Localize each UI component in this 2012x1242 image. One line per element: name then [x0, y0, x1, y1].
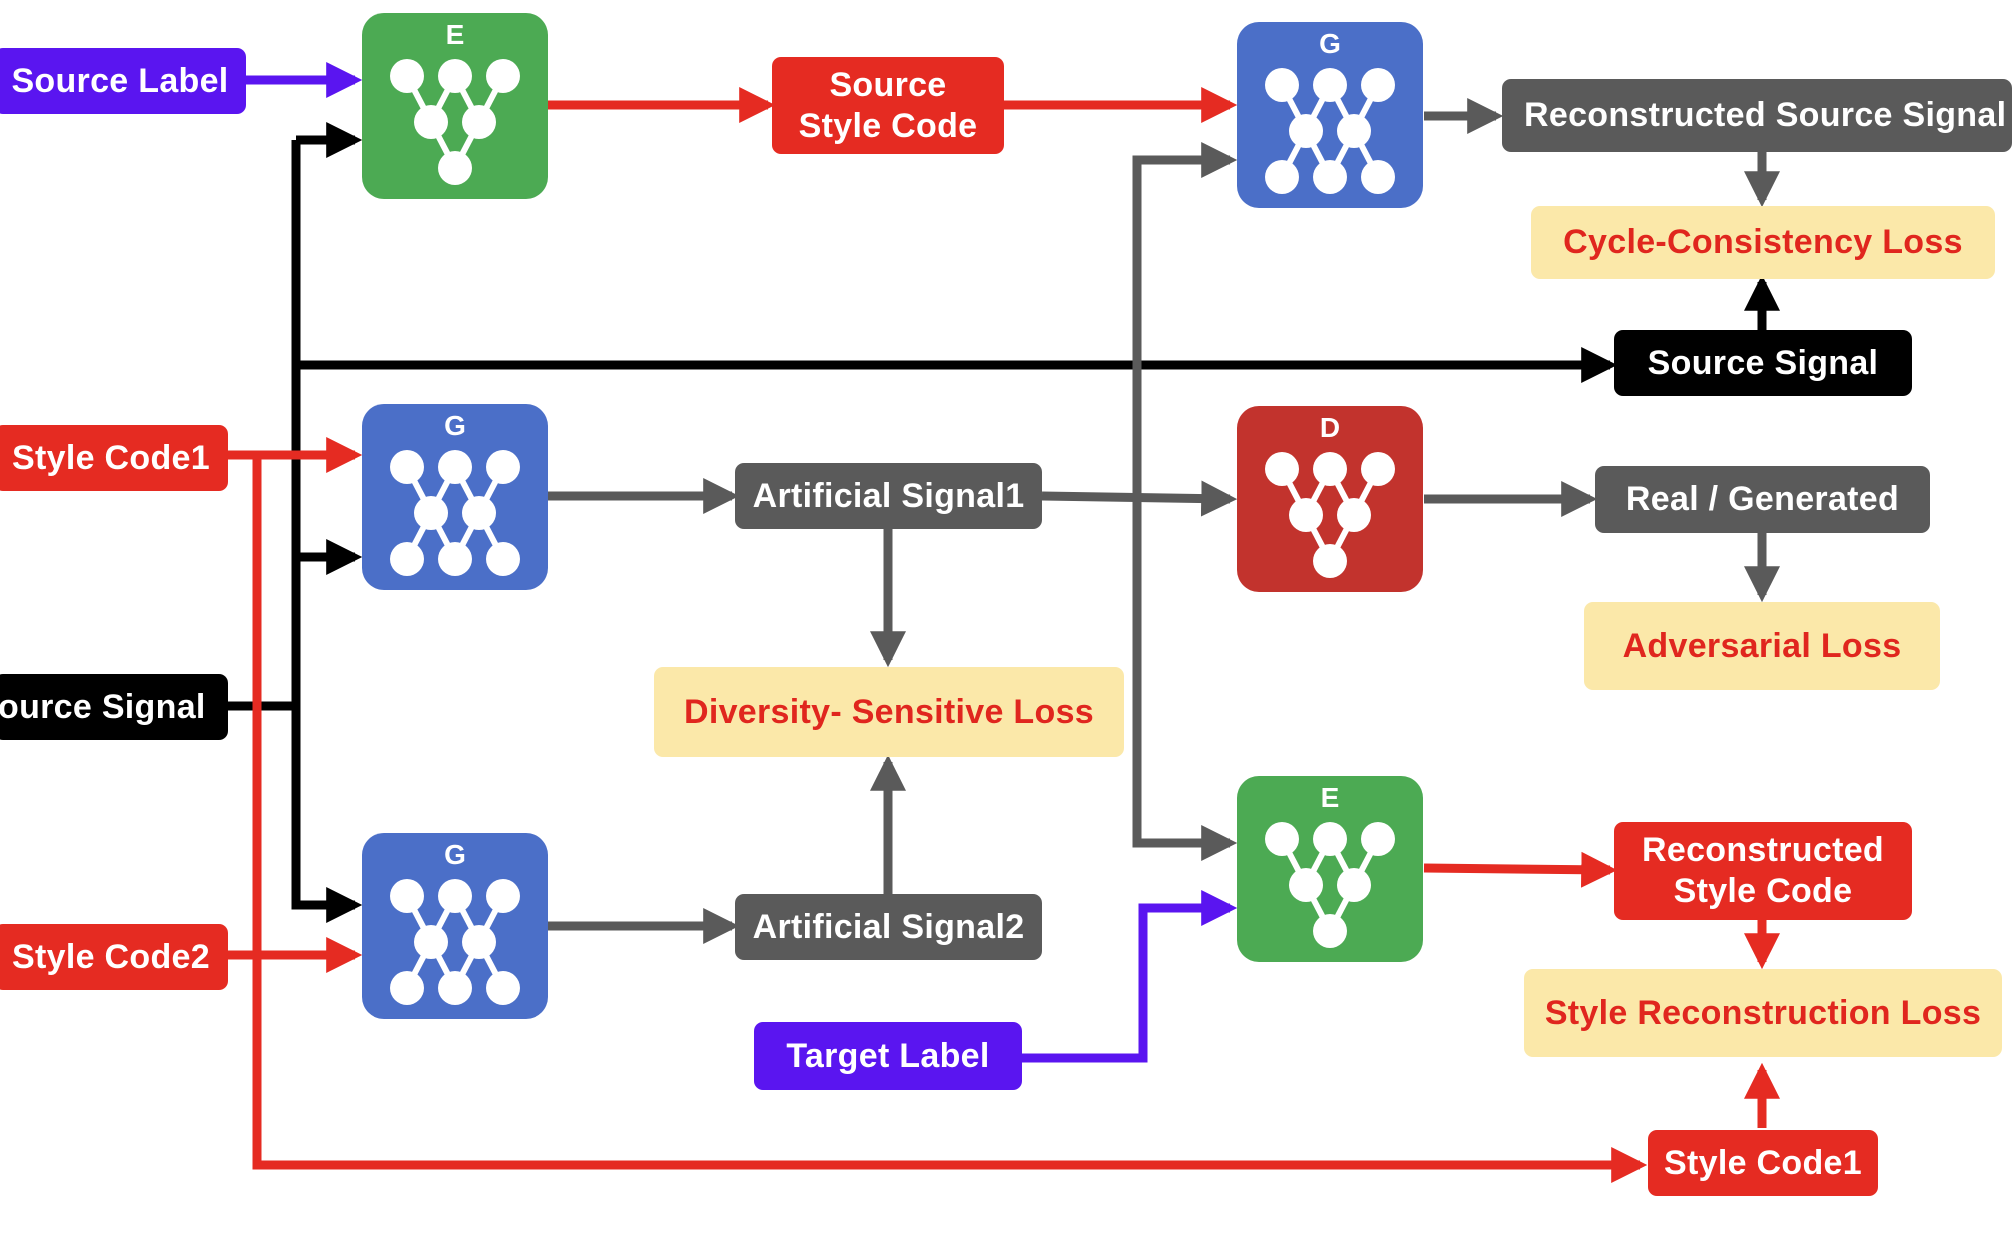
network-neuron	[390, 879, 424, 913]
network-neuron	[486, 879, 520, 913]
network-neuron	[1289, 868, 1323, 902]
network-neuron	[1313, 68, 1347, 102]
network-neuron	[438, 450, 472, 484]
style-code1-bottom-box: Style Code1	[1648, 1130, 1878, 1196]
arrow-target-label-to-encoder	[1022, 890, 1238, 1063]
generator-mid-letter: G	[444, 410, 466, 441]
network-neuron	[1337, 114, 1371, 148]
network-neuron	[1265, 160, 1299, 194]
network-neuron	[486, 971, 520, 1005]
network-neuron	[390, 450, 424, 484]
generator-bottom-letter: G	[444, 839, 466, 870]
artificial-signal1-box: Artificial Signal1	[735, 463, 1042, 529]
network-neuron	[1361, 452, 1395, 486]
encoder-bottom-letter: E	[1320, 782, 1340, 813]
generator-bottom-node: G	[362, 833, 548, 1019]
network-neuron	[486, 450, 520, 484]
network-neuron	[414, 496, 448, 530]
generator-top-letter: G	[1319, 28, 1341, 59]
arrow-artificial1-to-generator-top	[1132, 142, 1238, 498]
network-neuron	[414, 105, 448, 139]
network-neuron	[438, 151, 472, 185]
style-code2-box: Style Code2	[0, 924, 228, 990]
encoder-top-letter: E	[445, 19, 465, 50]
network-neuron	[462, 105, 496, 139]
network-neuron	[390, 971, 424, 1005]
style-reconstruction-loss-box: Style Reconstruction Loss	[1524, 969, 2002, 1057]
real-generated-box: Real / Generated	[1595, 466, 1930, 533]
network-glyph-icon	[1265, 68, 1395, 194]
network-neuron	[390, 542, 424, 576]
reconstructed-source-signal-box: Reconstructed Source Signal	[1502, 79, 2012, 152]
network-neuron	[462, 496, 496, 530]
network-neuron	[486, 542, 520, 576]
network-neuron	[438, 59, 472, 93]
generator-top-node: G	[1237, 22, 1423, 208]
discriminator-letter: D	[1319, 412, 1341, 443]
network-glyph-icon	[390, 59, 520, 185]
network-neuron	[462, 925, 496, 959]
network-neuron	[1337, 498, 1371, 532]
network-neuron	[438, 971, 472, 1005]
source-signal-right-box: Source Signal	[1614, 330, 1912, 396]
network-neuron	[1361, 68, 1395, 102]
source-style-code-box: Source Style Code	[772, 57, 1004, 154]
network-neuron	[1313, 452, 1347, 486]
network-glyph-icon	[1265, 822, 1395, 948]
network-neuron	[1313, 914, 1347, 948]
style-code1-box: Style Code1	[0, 425, 228, 491]
discriminator-node: D	[1237, 406, 1423, 592]
reconstructed-style-code-box: Reconstructed Style Code	[1614, 822, 1912, 920]
network-neuron	[414, 925, 448, 959]
network-neuron	[1337, 868, 1371, 902]
network-neuron	[438, 879, 472, 913]
network-neuron	[390, 59, 424, 93]
network-neuron	[1361, 822, 1395, 856]
network-glyph-icon	[390, 879, 520, 1005]
cycle-consistency-loss-box: Cycle-Consistency Loss	[1531, 206, 1995, 279]
artificial-signal2-box: Artificial Signal2	[735, 894, 1042, 960]
network-neuron	[1265, 452, 1299, 486]
generator-mid-node: G	[362, 404, 548, 590]
arrow-encoder-to-reconstructed-style-code	[1423, 851, 1618, 888]
network-neuron	[1289, 498, 1323, 532]
network-neuron	[1313, 160, 1347, 194]
network-neuron	[486, 59, 520, 93]
encoder-bottom-node: E	[1237, 776, 1423, 962]
source-signal-left-box: ource Signal	[0, 674, 228, 740]
encoder-top-node: E	[362, 13, 548, 199]
target-label-box: Target Label	[754, 1022, 1022, 1090]
arrow-artificial1-to-encoder-bottom	[1132, 498, 1238, 861]
arrow-style-code1-long-route	[252, 455, 1648, 1183]
network-neuron	[1265, 68, 1299, 102]
source-label-box: Source Label	[0, 48, 246, 114]
network-neuron	[1265, 822, 1299, 856]
network-neuron	[438, 542, 472, 576]
network-neuron	[1313, 822, 1347, 856]
network-neuron	[1289, 114, 1323, 148]
network-glyph-icon	[1265, 452, 1395, 578]
diversity-sensitive-loss-box: Diversity- Sensitive Loss	[654, 667, 1124, 757]
network-glyph-icon	[390, 450, 520, 576]
arrow-source-signal-to-generator-bottom	[291, 706, 363, 923]
adversarial-loss-box: Adversarial Loss	[1584, 602, 1940, 690]
network-neuron	[1361, 160, 1395, 194]
network-neuron	[1313, 544, 1347, 578]
